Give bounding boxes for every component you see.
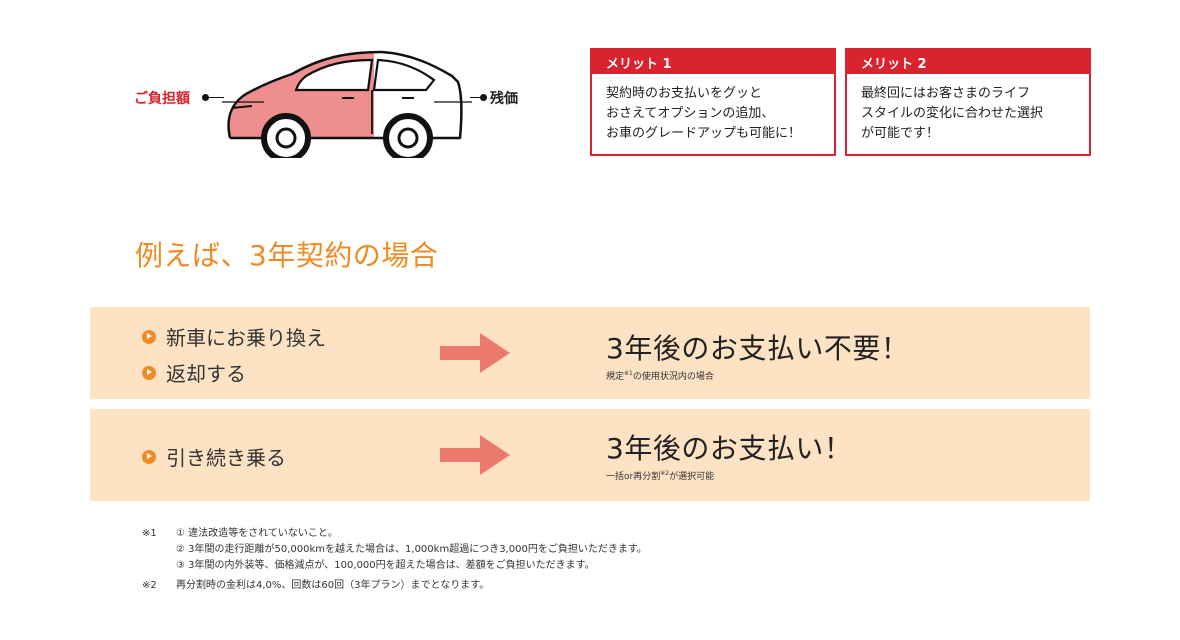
- pointer-line-left: [208, 97, 224, 99]
- bullet-item: 返却する: [142, 358, 246, 387]
- merit-line: スタイルの変化に合わせた選択: [861, 106, 1044, 121]
- bullet-item: 引き続き乗る: [142, 442, 286, 471]
- merit-body: 契約時のお支払いをグッと おさえてオプションの追加、 お車のグレードアップも可能…: [592, 74, 834, 144]
- footnote-line: 再分割時の金利は4,0%、回数は60回（3年プラン）までとなります。: [176, 580, 490, 591]
- result-block: 3年後のお支払い！ 一括or再分割※2が選択可能: [606, 427, 852, 482]
- result-text: 3年後のお支払い不要！: [606, 332, 910, 365]
- result-note: 規定※1の使用状況内の場合: [606, 370, 714, 382]
- footnote-line: ③ 3年間の内外装等、価格減点が、100,000円を超えた場合は、差額をご負担い…: [176, 560, 595, 571]
- result-note: 一括or再分割※2が選択可能: [606, 470, 715, 482]
- car-icon: [222, 50, 472, 158]
- footnote-mark: ※1: [142, 528, 157, 539]
- pointer-line-right: [470, 97, 482, 99]
- merit-line: 契約時のお支払いをグッと: [606, 86, 763, 101]
- bullet-label: 新車にお乗り換え: [166, 326, 326, 350]
- pointer-dot-left: [202, 94, 209, 101]
- residual-value-label: 残価: [490, 91, 518, 107]
- merit-box-2: メリット 2 最終回にはお客さまのライフ スタイルの変化に合わせた選択 が可能で…: [845, 48, 1091, 156]
- footnote-line: ② 3年間の走行距離が50,000kmを越えた場合は、1,000km超過につき3…: [176, 544, 647, 555]
- bullet-item: 新車にお乗り換え: [142, 322, 326, 351]
- merit-line: 最終回にはお客さまのライフ: [861, 86, 1031, 101]
- result-block: 3年後のお支払い不要！ 規定※1の使用状況内の場合: [606, 327, 909, 382]
- bullet-label: 返却する: [166, 362, 246, 386]
- play-bullet-icon: [142, 449, 156, 464]
- option-band-return: 新車にお乗り換え 返却する 3年後のお支払い不要！ 規定※1の使用状況内の場合: [90, 307, 1090, 399]
- option-band-continue: 引き続き乗る 3年後のお支払い！ 一括or再分割※2が選択可能: [90, 409, 1090, 501]
- result-text: 3年後のお支払い！: [606, 432, 853, 465]
- merit-title: メリット 1: [592, 50, 834, 74]
- footnote-mark: ※2: [142, 580, 157, 591]
- pointer-dot-right: [480, 94, 487, 101]
- play-bullet-icon: [142, 365, 156, 380]
- payment-amount-label: ご負担額: [134, 91, 190, 107]
- car-illustration-area: ご負担額 残価: [130, 40, 550, 160]
- bullet-label: 引き続き乗る: [166, 446, 286, 470]
- footnote-line: ① 違法改造等をされていないこと。: [176, 528, 338, 539]
- merit-box-1: メリット 1 契約時のお支払いをグッと おさえてオプションの追加、 お車のグレー…: [590, 48, 836, 156]
- right-arrow-icon: [440, 435, 510, 475]
- footnote-1: ※1 ① 違法改造等をされていないこと。 ② 3年間の走行距離が50,000km…: [142, 526, 647, 574]
- footnotes: ※1 ① 違法改造等をされていないこと。 ② 3年間の走行距離が50,000km…: [142, 526, 647, 594]
- example-title: 例えば、3年契約の場合: [135, 239, 439, 272]
- merit-line: おさえてオプションの追加、: [606, 106, 775, 121]
- merit-body: 最終回にはお客さまのライフ スタイルの変化に合わせた選択 が可能です！: [847, 74, 1089, 144]
- merit-line: お車のグレードアップも可能に！: [606, 126, 802, 141]
- merit-title: メリット 2: [847, 50, 1089, 74]
- right-arrow-icon: [440, 333, 510, 373]
- footnote-2: ※2 再分割時の金利は4,0%、回数は60回（3年プラン）までとなります。: [142, 578, 647, 594]
- play-bullet-icon: [142, 329, 156, 344]
- merit-line: が可能です！: [861, 126, 940, 141]
